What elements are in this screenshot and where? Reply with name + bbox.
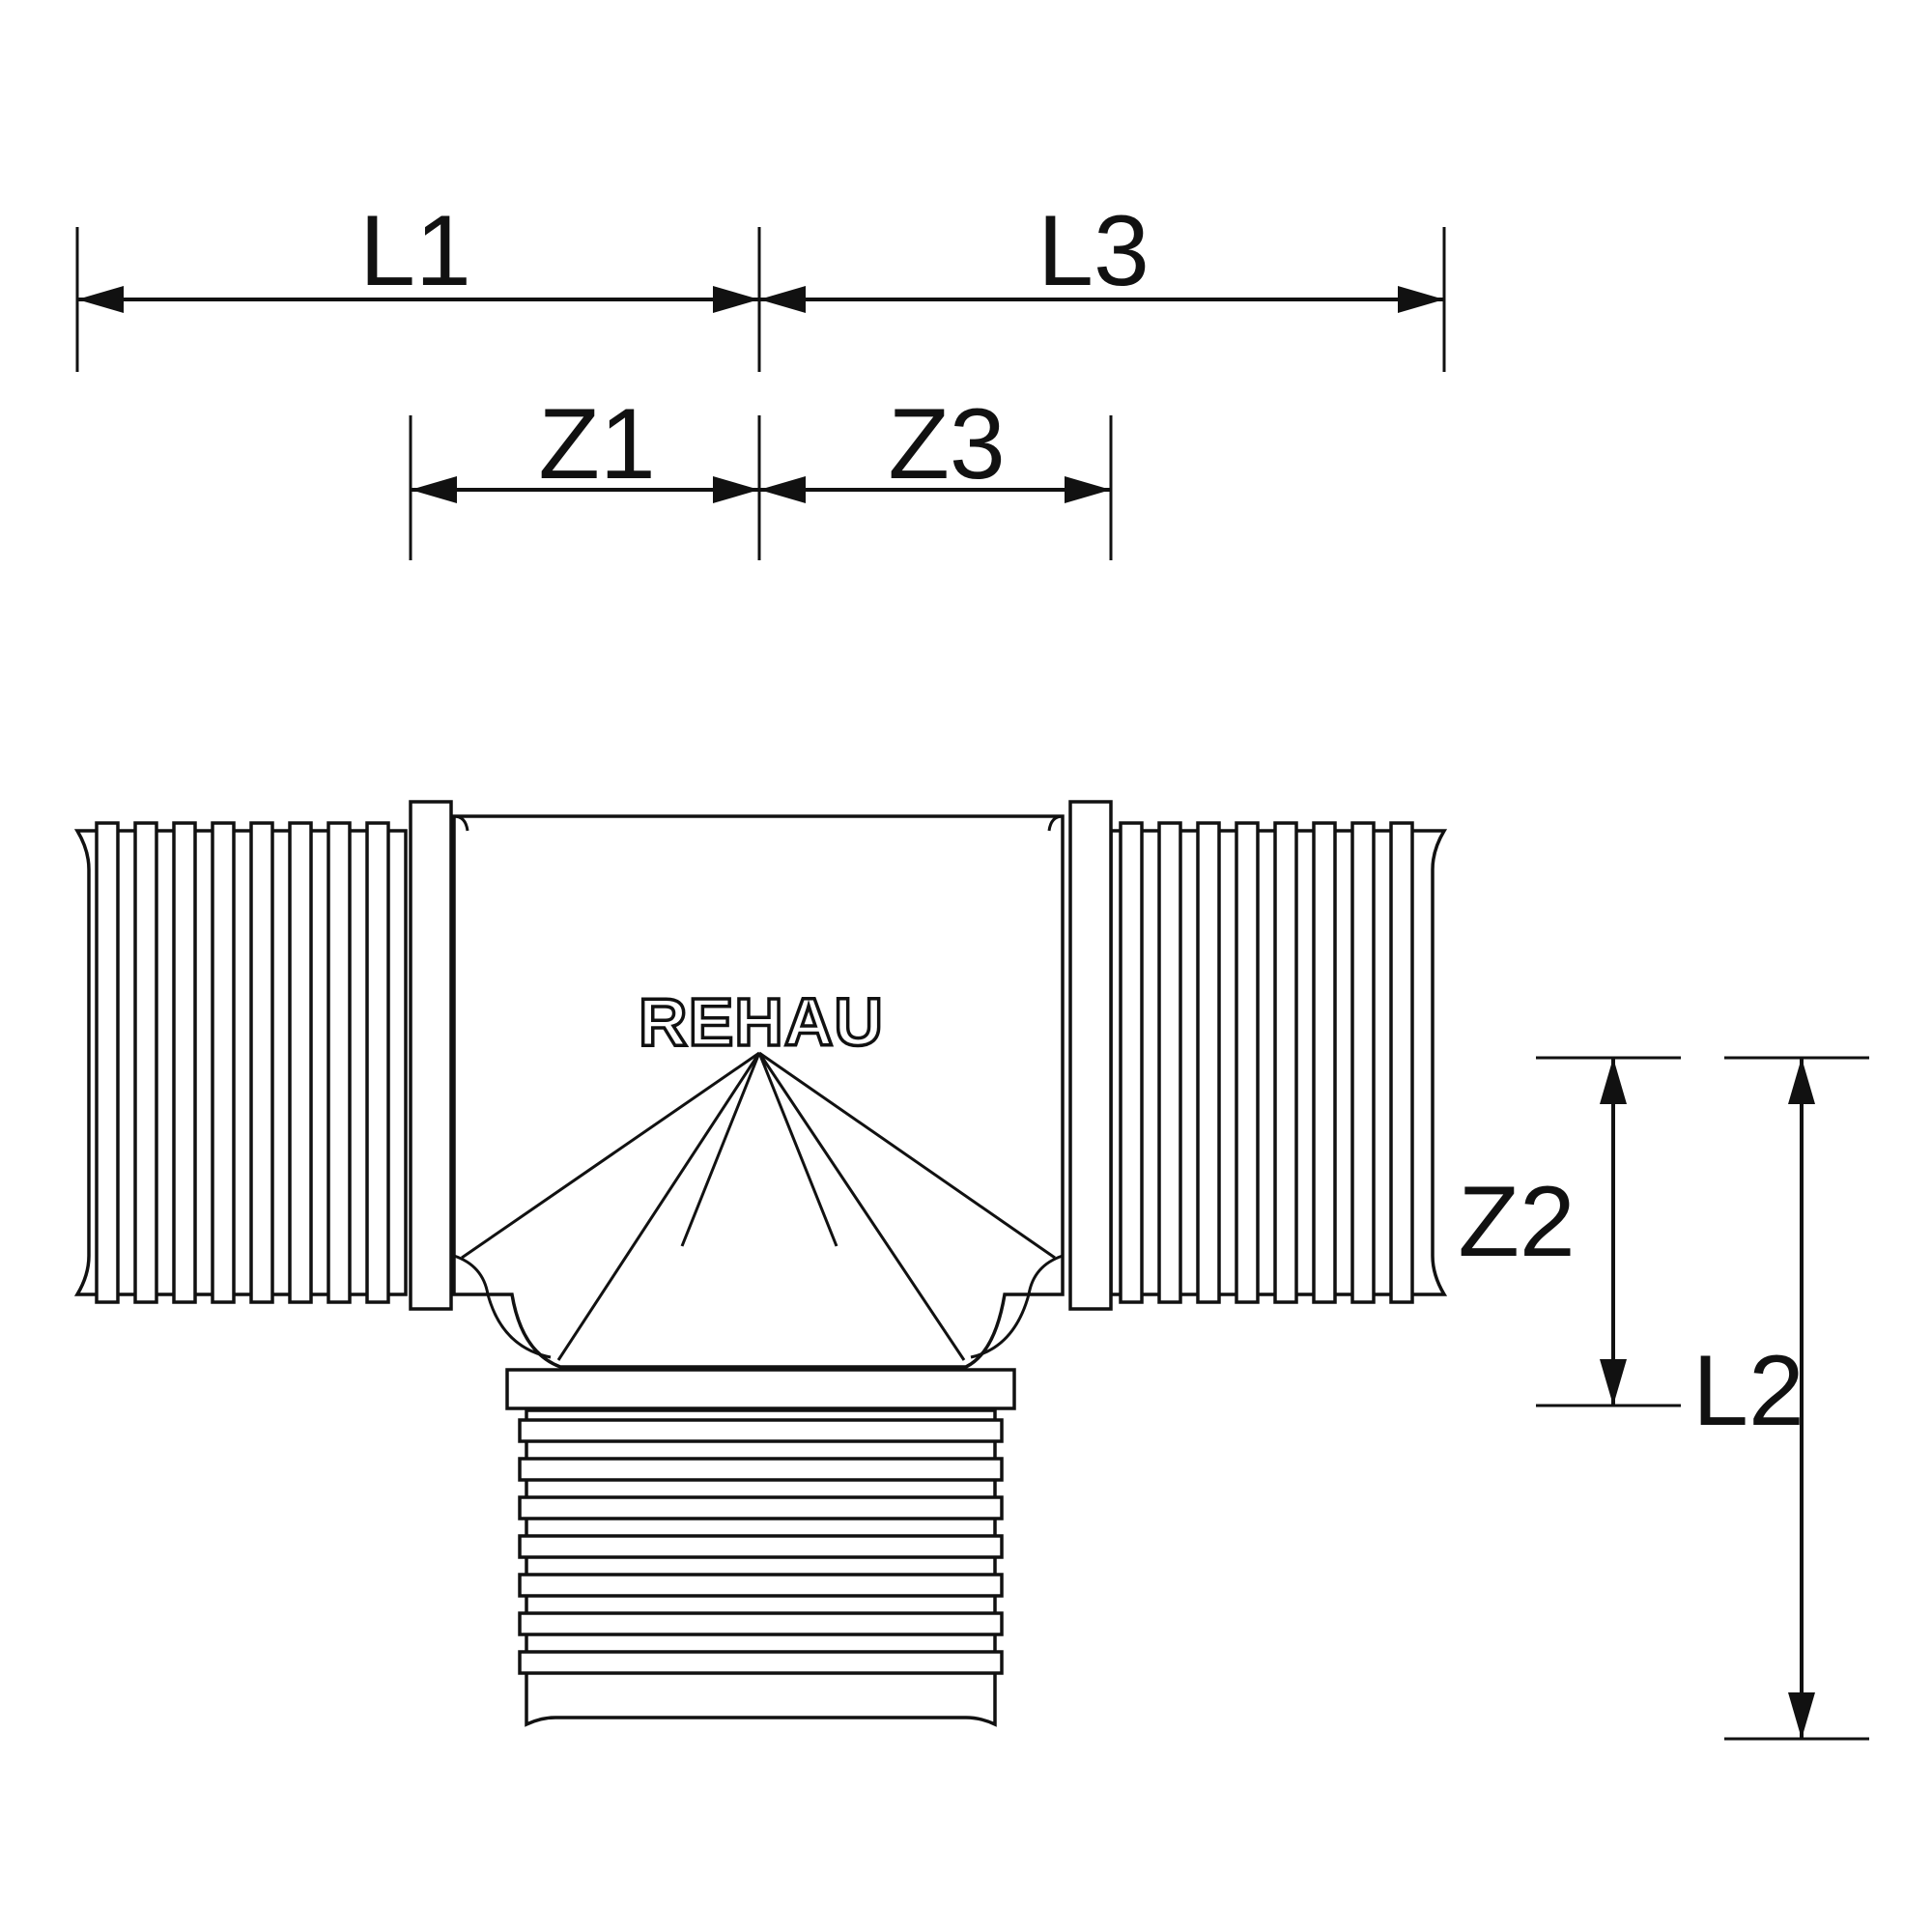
dimension-label-l3: L3 [1037, 195, 1150, 307]
left-collar [409, 800, 453, 1311]
tee-fitting-body: REHAU [73, 800, 1448, 1727]
rehau-logo: REHAU [639, 984, 884, 1060]
arrow-head [77, 286, 124, 313]
spigot-rib [1273, 821, 1298, 1304]
facet-line [758, 1051, 1056, 1260]
branch-fillet-right [970, 1254, 1064, 1359]
left-spigot-outline [73, 829, 408, 1296]
spigot-rib [1119, 821, 1144, 1304]
arrow-head [1065, 476, 1111, 503]
arrow-head [759, 476, 806, 503]
spigot-rib [518, 1495, 1004, 1520]
left-spigot-ribs [95, 821, 390, 1304]
arrow-head [1398, 286, 1444, 313]
spigot-rib [518, 1534, 1004, 1559]
right-spigot-ribs [1119, 821, 1414, 1304]
bottom-spigot-outline [525, 1408, 997, 1727]
tee-center-body [452, 814, 1065, 1369]
facet-line [757, 1052, 966, 1361]
facet-line [680, 1052, 761, 1247]
spigot-rib [1389, 821, 1414, 1304]
branch-fillet-left [453, 1254, 552, 1359]
dimension-l1-l3: L1 L3 [75, 195, 1446, 372]
spigot-rib [518, 1573, 1004, 1598]
arrow-head [1600, 1359, 1627, 1406]
spigot-rib [365, 821, 390, 1304]
bottom-spigot-ribs [518, 1418, 1004, 1675]
facet-line [757, 1052, 838, 1247]
left-spigot [73, 821, 408, 1304]
right-collar [1068, 800, 1113, 1311]
spigot-rib [1235, 821, 1260, 1304]
arrow-head [713, 476, 759, 503]
spigot-rib [1196, 821, 1221, 1304]
spigot-rib [518, 1650, 1004, 1675]
arrow-head [1788, 1058, 1815, 1104]
dimension-label-z1: Z1 [538, 388, 655, 500]
spigot-rib [249, 821, 274, 1304]
arrow-head [759, 286, 806, 313]
dimension-label-z2: Z2 [1458, 1166, 1575, 1278]
spigot-rib [518, 1418, 1004, 1443]
spigot-rib [518, 1457, 1004, 1482]
dimension-z2-l2: Z2 L2 [1458, 1056, 1869, 1741]
facet-lines [461, 1051, 1056, 1361]
spigot-rib [211, 821, 236, 1304]
spigot-rib [1312, 821, 1337, 1304]
spigot-rib [327, 821, 352, 1304]
spigot-rib [1157, 821, 1182, 1304]
body-fillet [1047, 814, 1064, 832]
spigot-rib [95, 821, 120, 1304]
spigot-rib [172, 821, 197, 1304]
facet-line [556, 1052, 761, 1361]
dimension-label-l2: L2 [1692, 1335, 1804, 1447]
dimension-label-z3: Z3 [888, 388, 1005, 500]
dimension-label-l1: L1 [359, 195, 471, 307]
body-fillet [453, 814, 469, 832]
spigot-rib [518, 1611, 1004, 1636]
bottom-collar [505, 1368, 1016, 1410]
spigot-rib [1350, 821, 1376, 1304]
arrow-head [1600, 1058, 1627, 1104]
facet-line [461, 1051, 760, 1260]
bottom-spigot [518, 1408, 1004, 1727]
spigot-rib [133, 821, 158, 1304]
arrow-head [1788, 1692, 1815, 1739]
dimension-z1-z3: Z1 Z3 [409, 388, 1113, 560]
right-spigot [1109, 821, 1448, 1304]
arrow-head [411, 476, 457, 503]
spigot-rib [288, 821, 313, 1304]
arrow-head [713, 286, 759, 313]
